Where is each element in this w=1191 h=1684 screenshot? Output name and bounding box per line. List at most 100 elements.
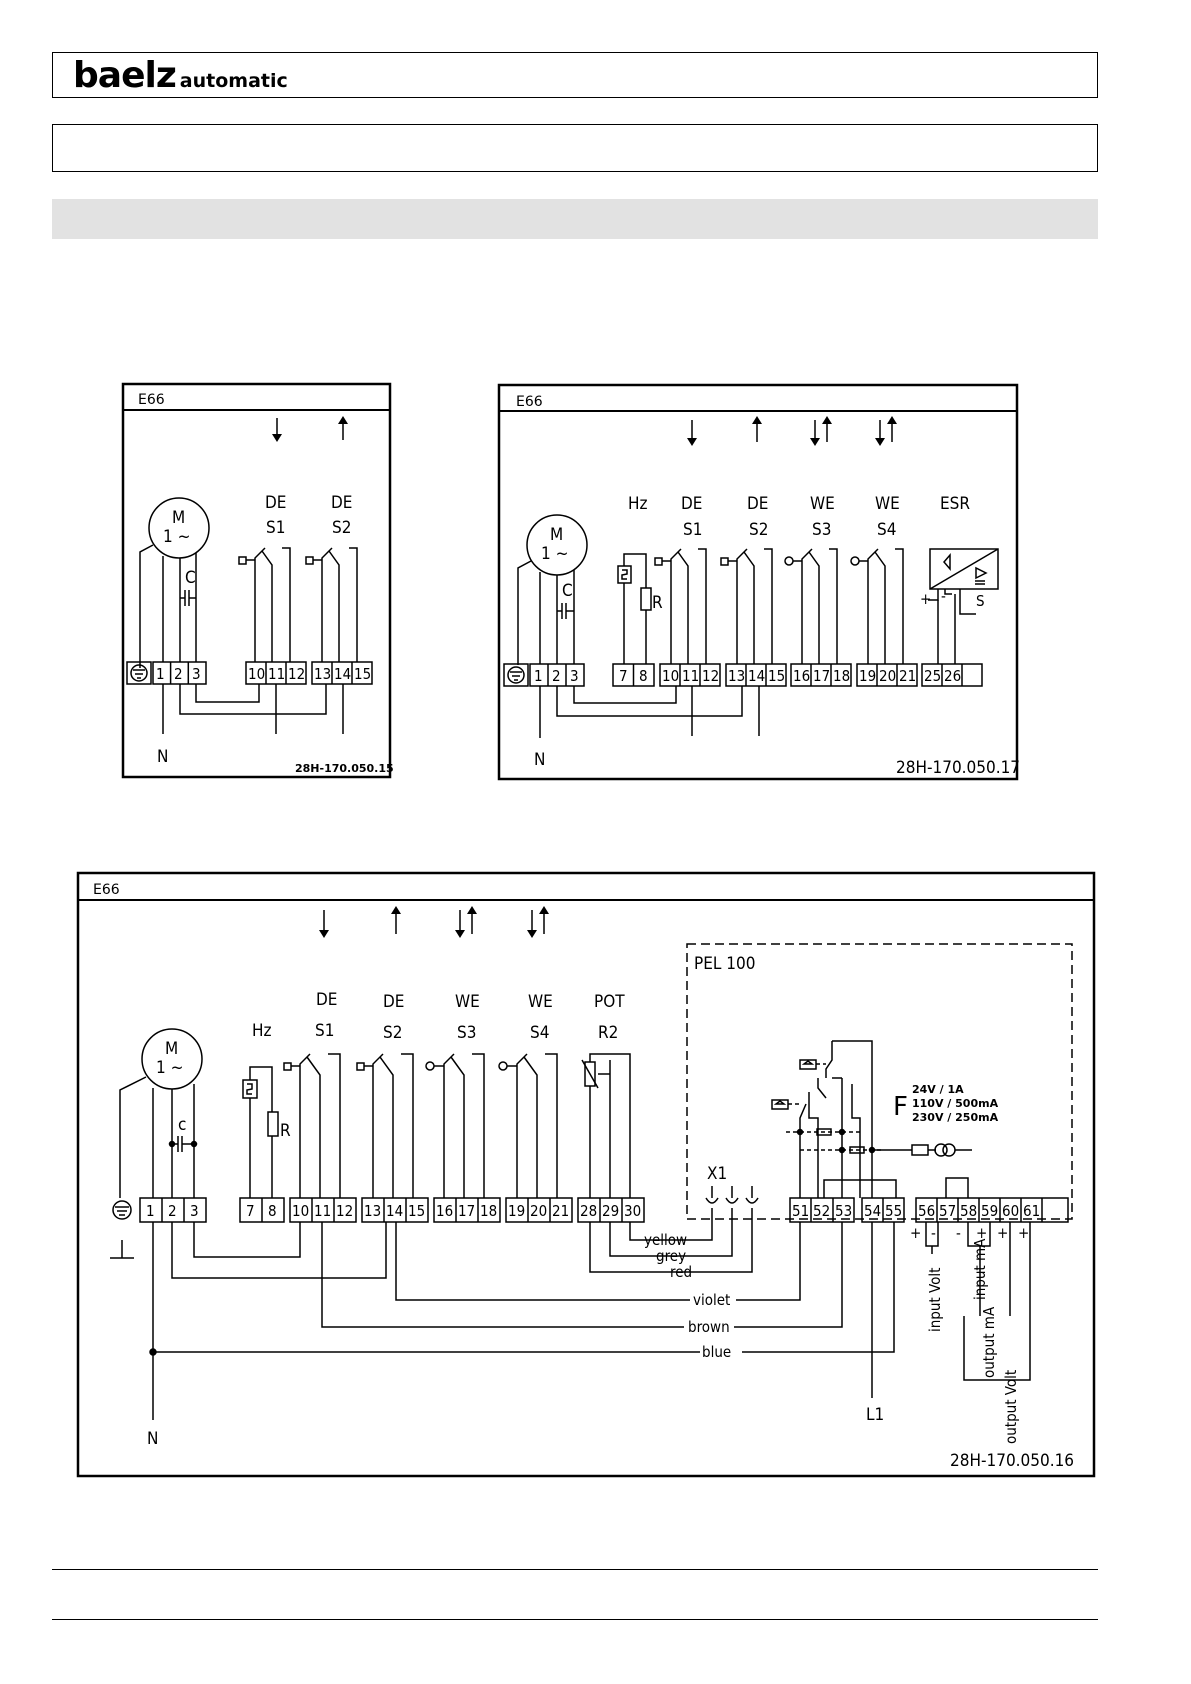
diagram-b-title: E66	[516, 394, 543, 410]
sign-minus: -	[931, 1224, 936, 1242]
diagram-c-label-hz: Hz	[252, 1021, 272, 1041]
terminal: 18	[833, 667, 850, 685]
diagram-b-label-we1: WE	[810, 494, 835, 514]
diagram-c-label-de1: DE	[316, 990, 337, 1010]
wire-violet-label: violet	[693, 1291, 730, 1309]
terminal: 1	[156, 665, 165, 683]
neutral-label: N	[534, 750, 545, 770]
wire-red-label: red	[670, 1263, 692, 1281]
terminal: 17	[813, 667, 830, 685]
terminal: 10	[248, 665, 265, 683]
terminal: 51	[792, 1202, 809, 1220]
x1-label: X1	[707, 1164, 727, 1184]
terminal: 12	[702, 667, 719, 685]
sign-plus: +	[910, 1224, 921, 1242]
diagram-c-label-r2: R2	[598, 1023, 618, 1043]
terminal: 19	[508, 1202, 525, 1220]
motor-phase: 1 ~	[163, 527, 190, 547]
wire-brown-label: brown	[688, 1318, 730, 1336]
diagram-a-label-de1: DE	[265, 493, 286, 513]
terminal: 12	[288, 665, 305, 683]
terminal: 16	[436, 1202, 453, 1220]
footer-rule-top	[52, 1569, 1098, 1570]
motor-label: M	[165, 1039, 178, 1059]
diagram-b-label-s3: S3	[812, 520, 831, 540]
terminal: 13	[364, 1202, 381, 1220]
terminal: 57	[939, 1202, 956, 1220]
capacitor-label: C	[562, 581, 573, 601]
sign-plus: +	[976, 1224, 987, 1242]
motor-phase: 1 ~	[156, 1058, 183, 1078]
signal-input-volt: input Volt	[926, 1268, 944, 1332]
diagram-b-label-esr: ESR	[940, 494, 970, 514]
terminal: 14	[386, 1202, 403, 1220]
motor-phase: 1 ~	[541, 544, 568, 564]
motor-label: M	[172, 508, 185, 528]
l1-label: L1	[866, 1405, 884, 1425]
diagram-b-terminal-strip	[503, 663, 983, 687]
terminal: 15	[354, 665, 371, 683]
terminal: 3	[570, 667, 579, 685]
section-band	[52, 199, 1098, 239]
signal-output-volt: output Volt	[1002, 1370, 1020, 1444]
diagram-a-code: 28H-170.050.15	[295, 762, 394, 775]
terminal: 15	[408, 1202, 425, 1220]
terminal: 30	[624, 1202, 641, 1220]
sign-plus: +	[997, 1224, 1008, 1242]
terminal: 10	[292, 1202, 309, 1220]
signal-output-ma: output mA	[980, 1306, 998, 1378]
fuse-rating: 230V / 250mA	[912, 1111, 999, 1124]
relay-contacts	[771, 1040, 972, 1198]
terminal: 29	[602, 1202, 619, 1220]
resistor-label: R	[652, 593, 663, 613]
diagram-c-label-pot: POT	[594, 992, 625, 1012]
brand-subtitle: automatic	[179, 70, 288, 92]
terminal: 1	[534, 667, 543, 685]
diagram-a-label-de2: DE	[331, 493, 352, 513]
diagram-a: E66 DE S1 DE S2 M 1 ~ C	[121, 382, 394, 779]
brand-name: baelz	[73, 55, 177, 96]
motor-icon	[148, 497, 210, 559]
terminal: 56	[918, 1202, 935, 1220]
sign-minus: -	[956, 1224, 961, 1242]
diagram-c-label-s3: S3	[457, 1023, 476, 1043]
diagram-c-code: 28H-170.050.16	[950, 1451, 1074, 1471]
diagram-b-label-s4: S4	[877, 520, 896, 540]
pel-100-label: PEL 100	[694, 954, 755, 974]
wire-yellow-label: yellow	[644, 1231, 687, 1249]
fuse-rating: 24V / 1A	[912, 1083, 964, 1096]
capacitor-label: C	[185, 568, 196, 588]
terminal: 10	[662, 667, 679, 685]
diagram-b-label-s1: S1	[683, 520, 702, 540]
terminal: 15	[768, 667, 785, 685]
fuse-f-label: F	[893, 1092, 908, 1122]
terminal: 7	[619, 667, 628, 685]
potentiometer-icon	[581, 1053, 631, 1198]
terminal: 11	[682, 667, 699, 685]
diagram-a-label-s2: S2	[332, 518, 351, 538]
title-box	[52, 124, 1098, 172]
terminal: 8	[639, 667, 648, 685]
terminal: 58	[960, 1202, 977, 1220]
resistor-label: R	[280, 1121, 291, 1141]
terminal: 2	[168, 1202, 177, 1220]
esr-s-label: S	[976, 592, 985, 610]
ground-icon	[507, 666, 525, 684]
earth-symbol-icon	[110, 1240, 134, 1259]
diagram-b-code: 28H-170.050.17	[896, 758, 1020, 778]
diagram-c-label-s1: S1	[315, 1021, 334, 1041]
terminal: 19	[859, 667, 876, 685]
terminal: 17	[458, 1202, 475, 1220]
diagram-b-label-s2: S2	[749, 520, 768, 540]
esr-converter-icon	[929, 548, 999, 590]
terminal: 61	[1023, 1202, 1040, 1220]
terminal: 20	[879, 667, 896, 685]
terminal: 2	[552, 667, 561, 685]
terminal: 18	[480, 1202, 497, 1220]
terminal: 14	[334, 665, 351, 683]
neutral-label: N	[157, 747, 168, 767]
x1-connector-icons	[705, 1186, 759, 1204]
sign-plus: +	[1018, 1224, 1029, 1242]
